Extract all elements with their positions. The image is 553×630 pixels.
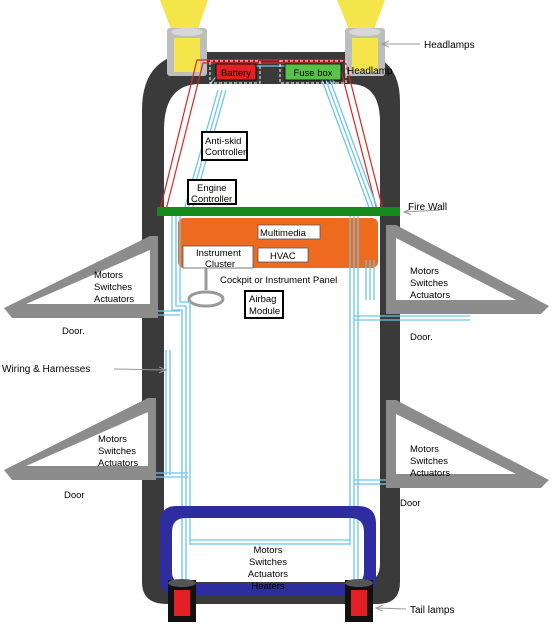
rr-actuators: Actuators <box>410 468 450 479</box>
anti-skid-label-line1: Anti-skid <box>205 136 241 147</box>
rl-motors: Motors <box>98 434 127 445</box>
engine-label-line1: Engine <box>197 183 227 194</box>
instrument-label-line1: Instrument <box>196 248 241 259</box>
fuse-box-module: Fuse box <box>279 60 347 84</box>
airbag-label-line2: Module <box>249 306 280 317</box>
fl-door-label: Door. <box>62 326 85 337</box>
left-tail-lamp <box>168 579 196 622</box>
rear-left-door <box>4 398 156 480</box>
tail-lamps-label: Tail lamps <box>410 605 454 616</box>
hvac-label: HVAC <box>270 251 296 262</box>
instrument-label-line2: Cluster <box>205 259 235 270</box>
right-tail-lamp <box>345 579 373 622</box>
rr-switches: Switches <box>410 456 448 467</box>
rear-right-door <box>386 400 549 488</box>
right-headlamp-beam <box>337 0 385 32</box>
headlamp-label: Headlamp <box>347 66 393 77</box>
rear-switches: Switches <box>249 557 287 568</box>
rl-switches: Switches <box>98 446 136 457</box>
left-headlamp-beam <box>160 0 208 32</box>
airbag-label-line1: Airbag <box>249 294 276 305</box>
rear-heaters: Heaters <box>251 581 285 592</box>
right-headlamp <box>345 28 385 76</box>
instrument-panel: Multimedia Instrument Cluster HVAC <box>178 218 378 270</box>
engine-controller: Engine Controller <box>187 179 237 205</box>
fr-actuators: Actuators <box>410 290 450 301</box>
rr-door-label: Door <box>400 498 421 509</box>
fr-motors: Motors <box>410 266 439 277</box>
fl-motors: Motors <box>94 270 123 281</box>
rr-motors: Motors <box>410 444 439 455</box>
fr-switches: Switches <box>410 278 448 289</box>
battery-module: Battery <box>209 60 261 84</box>
airbag-module: Airbag Module <box>244 290 284 319</box>
wiring-label: Wiring & Harnesses <box>2 364 90 375</box>
fuse-box-label: Fuse box <box>293 68 332 79</box>
rear-actuators: Actuators <box>248 569 288 580</box>
fl-actuators: Actuators <box>94 294 134 305</box>
anti-skid-label-line2: Controller <box>205 147 246 158</box>
fire-wall <box>157 207 400 216</box>
rl-door-label: Door <box>64 490 85 501</box>
multimedia-label: Multimedia <box>260 228 307 239</box>
rl-actuators: Actuators <box>98 458 138 469</box>
rear-motors: Motors <box>253 545 282 556</box>
front-right-door <box>386 225 549 314</box>
front-left-door <box>4 236 158 318</box>
engine-label-line2: Controller <box>191 194 232 205</box>
cockpit-label: Cockpit or Instrument Panel <box>220 275 337 286</box>
headlamps-label: Headlamps <box>424 40 475 51</box>
fire-wall-label: Fire Wall <box>408 202 447 213</box>
steering-wheel <box>187 268 225 308</box>
fl-switches: Switches <box>94 282 132 293</box>
battery-label: Battery <box>221 68 251 79</box>
anti-skid-controller: Anti-skid Controller <box>201 131 248 161</box>
fr-door-label: Door. <box>410 332 433 343</box>
